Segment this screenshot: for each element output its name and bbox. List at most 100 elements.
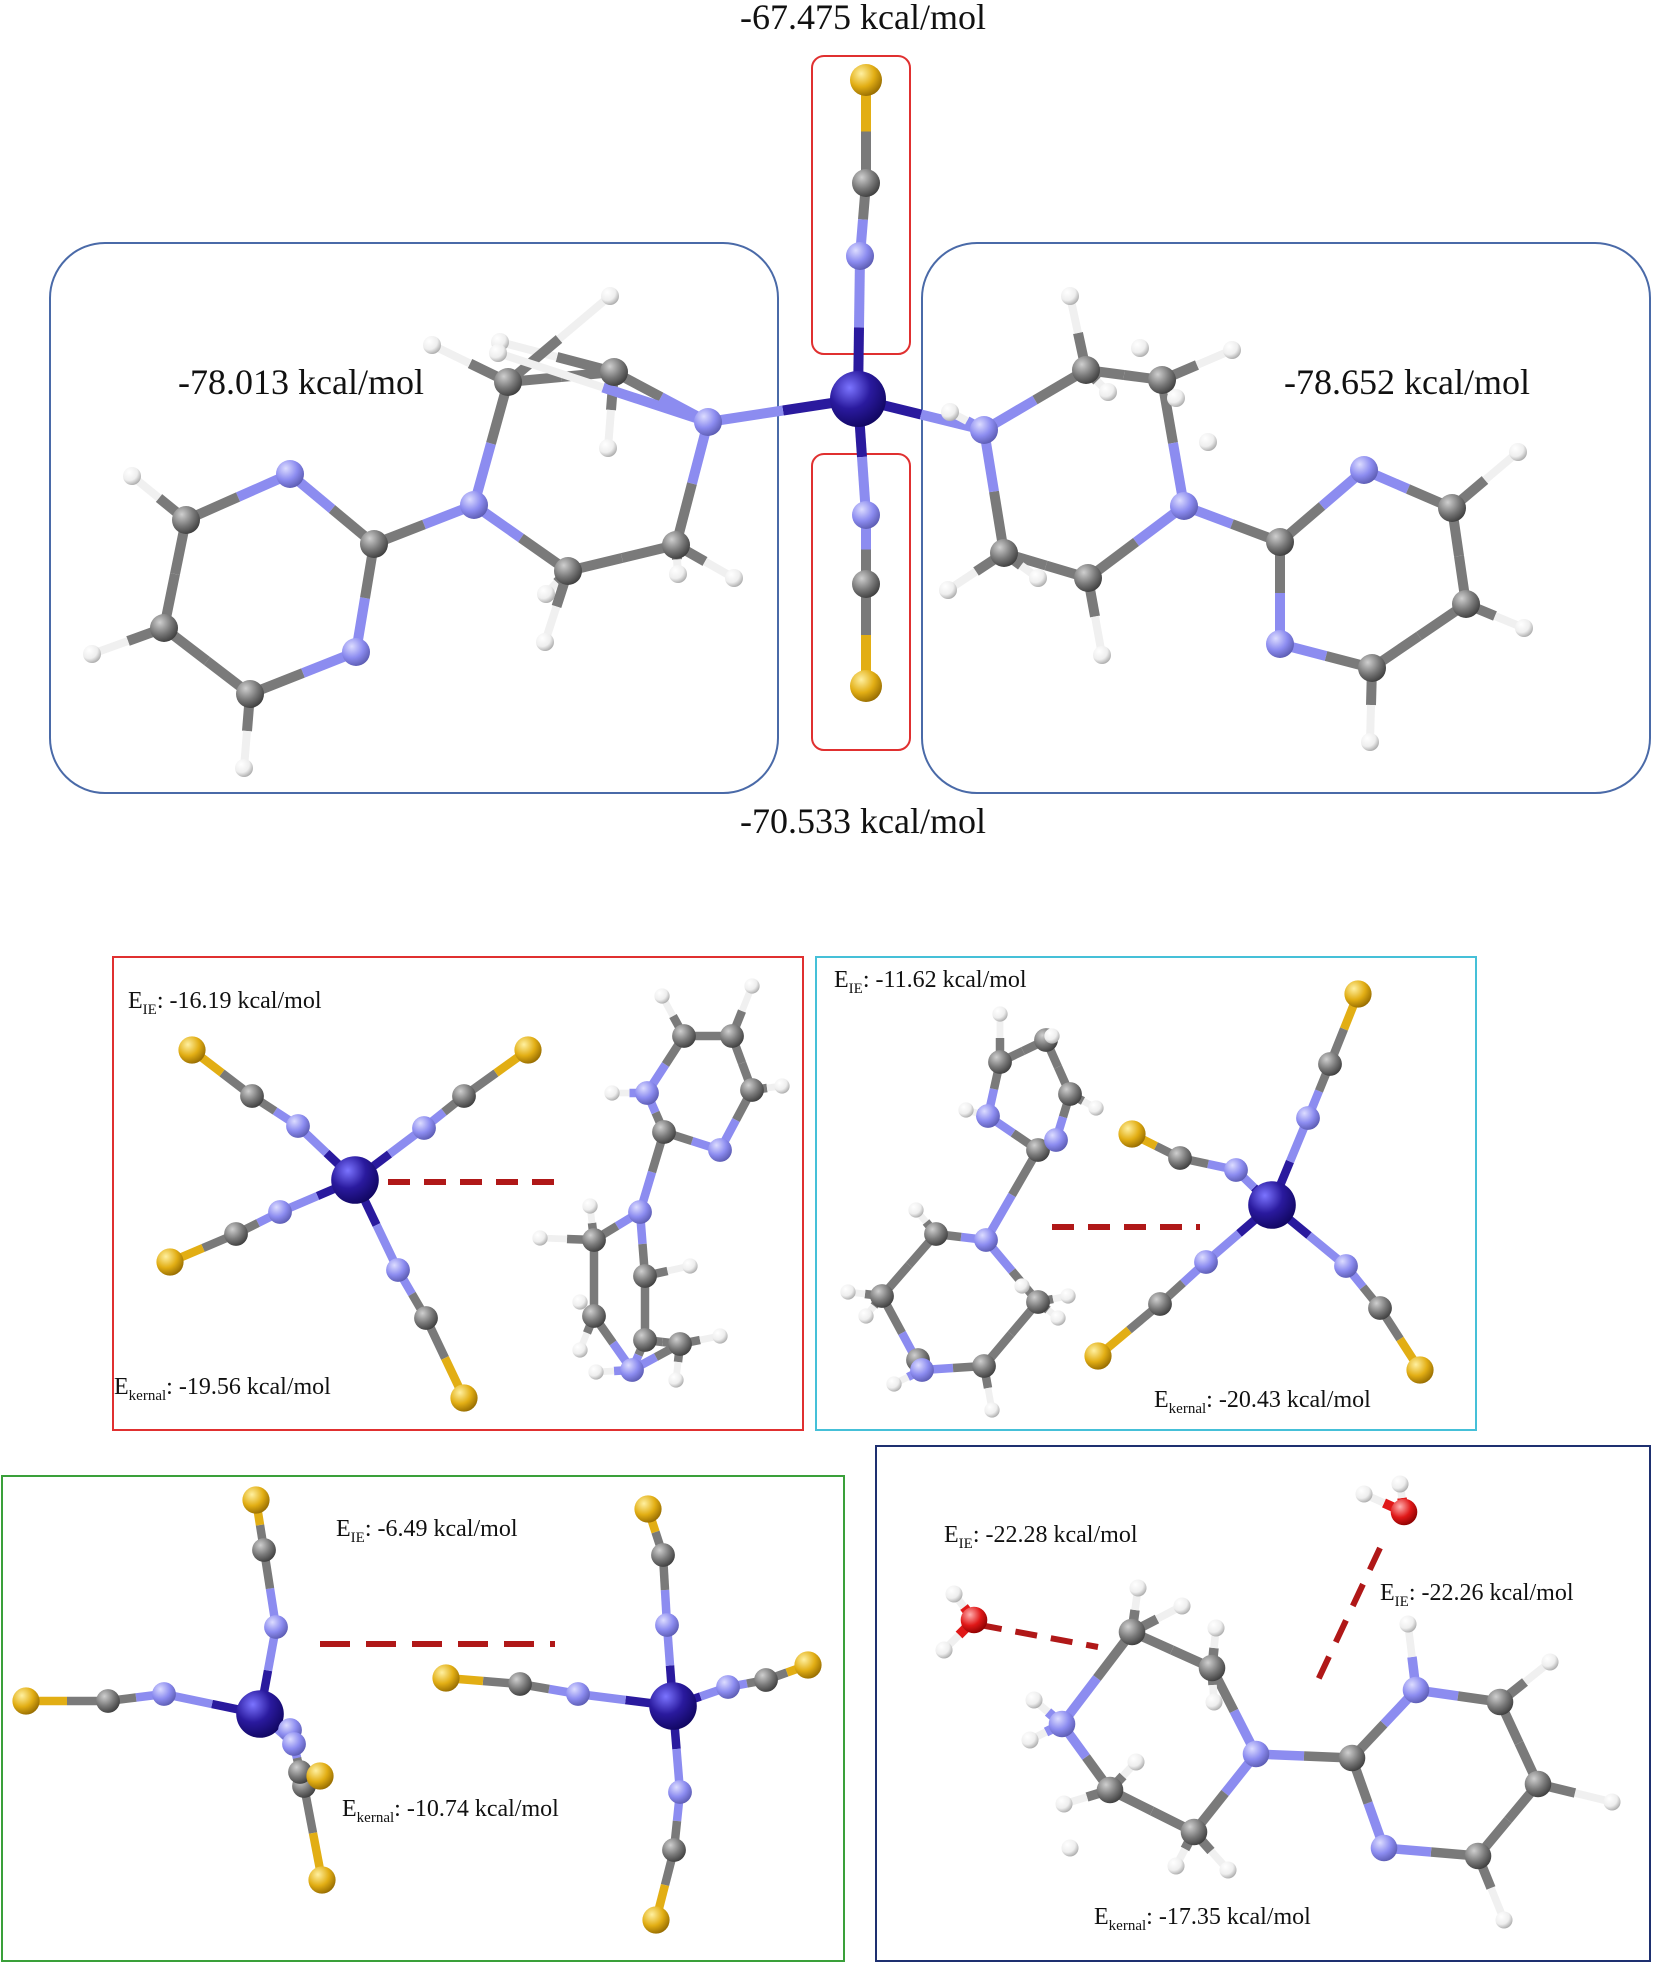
overview-hydrogen-atom	[1361, 733, 1379, 751]
green-panel-carbon-atom	[754, 1668, 778, 1692]
red-panel-sulfur-atom	[156, 1248, 184, 1276]
navy-panel-carbon-atom	[1524, 1770, 1552, 1798]
red-panel-hydrogen-atom	[744, 978, 760, 994]
navy-panel-carbon-atom	[1180, 1818, 1208, 1846]
overview-hydrogen-atom	[1509, 443, 1527, 461]
overview-nitrogen-atom	[852, 501, 880, 529]
red-panel-nitrogen-atom	[286, 1114, 310, 1138]
overview-nitrogen-atom	[1170, 492, 1198, 520]
red-panel-nitrogen-atom	[708, 1138, 732, 1162]
red-panel-carbon-atom	[668, 1332, 692, 1356]
cyan-panel-carbon-atom	[1168, 1146, 1192, 1170]
cyan-panel-nitrogen-atom	[976, 1104, 1000, 1128]
green-panel-sulfur-atom	[794, 1651, 822, 1679]
overview-metal-atom	[830, 371, 886, 427]
overview-hydrogen-atom	[1099, 383, 1117, 401]
green-panel-nitrogen-atom	[152, 1682, 176, 1706]
cyan-panel-hydrogen-atom	[840, 1284, 856, 1300]
red-panel-hydrogen-atom	[654, 988, 670, 1004]
overview-carbon-atom	[1438, 494, 1466, 522]
green-panel-carbon-atom	[288, 1760, 312, 1784]
overview-nitrogen-atom	[276, 460, 304, 488]
navy-panel-interaction-dash-1	[979, 1622, 1099, 1650]
red-panel-frame	[112, 956, 804, 1431]
navy-panel-carbon-atom	[1464, 1842, 1492, 1870]
cyan-panel-nitrogen-atom	[910, 1358, 934, 1382]
red-panel-e-ie: EIE: -16.19 kcal/mol	[128, 988, 322, 1018]
red-panel-hydrogen-atom	[682, 1258, 698, 1274]
cyan-panel-nitrogen-atom	[1296, 1106, 1320, 1130]
navy-panel-hydrogen-atom	[1021, 1731, 1039, 1749]
cyan-panel-carbon-atom	[1058, 1082, 1082, 1106]
navy-panel-hydrogen-atom	[1541, 1653, 1559, 1671]
overview-carbon-atom	[662, 531, 690, 559]
cyan-panel-hydrogen-atom	[1050, 1310, 1066, 1326]
green-panel-e-kernal: Ekernal: -10.74 kcal/mol	[342, 1796, 559, 1826]
green-panel-nitrogen-atom	[264, 1615, 288, 1639]
green-panel-carbon-atom	[252, 1538, 276, 1562]
overview-carbon-atom	[236, 680, 264, 708]
cyan-panel-nitrogen-atom	[974, 1228, 998, 1252]
overview-nitrogen-atom	[342, 638, 370, 666]
left-ligand-energy: -78.013 kcal/mol	[178, 362, 424, 402]
navy-panel-hydrogen-atom	[1127, 1753, 1145, 1771]
green-panel-sulfur-atom	[12, 1687, 40, 1715]
cyan-panel-hydrogen-atom	[886, 1376, 902, 1392]
cyan-panel-hydrogen-atom	[958, 1102, 974, 1118]
overview-hydrogen-atom	[725, 569, 743, 587]
red-panel-carbon-atom	[633, 1264, 657, 1288]
overview-carbon-atom	[172, 506, 200, 534]
red-panel-nitrogen-atom	[412, 1116, 436, 1140]
navy-panel-hydrogen-atom	[1399, 1615, 1417, 1633]
cyan-panel-nitrogen-atom	[1334, 1254, 1358, 1278]
overview-carbon-atom	[1452, 590, 1480, 618]
green-panel-frame	[1, 1475, 845, 1962]
overview-hydrogen-atom	[1199, 433, 1217, 451]
navy-panel-hydrogen-atom	[1025, 1691, 1043, 1709]
navy-panel-hydrogen-atom	[1391, 1475, 1409, 1493]
overview-hydrogen-atom	[123, 467, 141, 485]
navy-panel-hydrogen-atom	[1355, 1485, 1373, 1503]
cyan-panel-carbon-atom	[1368, 1296, 1392, 1320]
red-panel-hydrogen-atom	[668, 1372, 684, 1388]
cyan-panel-sulfur-atom	[1406, 1356, 1434, 1384]
red-panel-sulfur-atom	[514, 1036, 542, 1064]
overview-nitrogen-atom	[1350, 456, 1378, 484]
cyan-panel-carbon-atom	[1026, 1138, 1050, 1162]
green-panel-sulfur-atom	[242, 1486, 270, 1514]
cyan-panel-hydrogen-atom	[1060, 1288, 1076, 1304]
right-ligand-energy: -78.652 kcal/mol	[1284, 362, 1530, 402]
red-panel-carbon-atom	[740, 1078, 764, 1102]
green-panel-sulfur-atom	[306, 1762, 334, 1790]
red-panel-hydrogen-atom	[774, 1078, 790, 1094]
red-panel-carbon-atom	[672, 1024, 696, 1048]
green-panel-sulfur-atom	[634, 1495, 662, 1523]
overview-carbon-atom	[1074, 564, 1102, 592]
red-panel-carbon-atom	[414, 1306, 438, 1330]
red-panel-carbon-atom	[240, 1084, 264, 1108]
navy-panel-e-ie-left: EIE: -22.28 kcal/mol	[944, 1522, 1138, 1552]
overview-hydrogen-atom	[1061, 287, 1079, 305]
red-panel-nitrogen-atom	[386, 1258, 410, 1282]
navy-panel-oxygen-atom	[960, 1606, 988, 1634]
overview-nitrogen-atom	[694, 408, 722, 436]
green-panel-nitrogen-atom	[655, 1613, 679, 1637]
navy-panel-frame	[875, 1445, 1651, 1962]
red-panel-nitrogen-atom	[635, 1081, 659, 1105]
navy-panel-hydrogen-atom	[1219, 1861, 1237, 1879]
green-panel-nitrogen-atom	[668, 1780, 692, 1804]
cyan-panel-sulfur-atom	[1118, 1120, 1146, 1148]
overview-nitrogen-atom	[970, 416, 998, 444]
cyan-panel-hydrogen-atom	[984, 1402, 1000, 1418]
red-panel-nitrogen-atom	[628, 1200, 652, 1224]
overview-carbon-atom	[1358, 654, 1386, 682]
green-panel-nitrogen-atom	[716, 1675, 740, 1699]
cyan-panel-nitrogen-atom	[1224, 1158, 1248, 1182]
overview-bond	[556, 292, 613, 343]
overview-carbon-atom	[852, 570, 880, 598]
navy-panel-hydrogen-atom	[1173, 1597, 1191, 1615]
navy-panel-hydrogen-atom	[945, 1585, 963, 1603]
cyan-panel-nitrogen-atom	[1194, 1250, 1218, 1274]
overview-carbon-atom	[852, 169, 880, 197]
overview-hydrogen-atom	[1131, 339, 1149, 357]
